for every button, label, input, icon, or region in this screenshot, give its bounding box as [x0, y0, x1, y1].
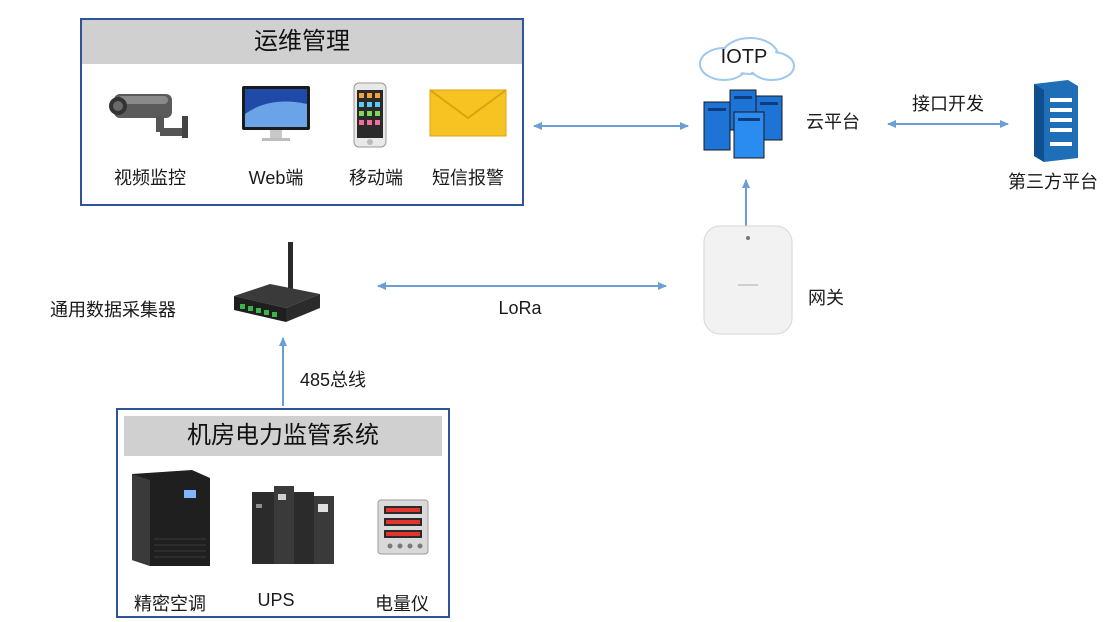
ups-icon: [248, 482, 338, 566]
gateway-device-icon: [702, 224, 794, 336]
camera-label: 视频监控: [114, 168, 186, 188]
ops-panel-title: 运维管理: [82, 20, 522, 64]
ups-label: UPS: [257, 590, 295, 610]
lora-link-label: LoRa: [498, 298, 542, 318]
cloud-label: 云平台: [806, 112, 860, 132]
envelope-icon: [428, 86, 508, 140]
cloud-badge-text: IOTP: [720, 46, 768, 68]
camera-icon: [108, 86, 192, 142]
api-link-label: 接口开发: [912, 94, 984, 114]
phone-icon: [353, 82, 387, 148]
phone-label: 移动端: [349, 168, 403, 188]
cloud-badge-icon: [694, 34, 798, 86]
data-collector-icon: [230, 238, 324, 326]
room-power-panel: 机房电力监管系统 精密空调 UPS: [116, 408, 450, 618]
ops-management-panel: 运维管理 视频监控 Web端: [80, 18, 524, 206]
server-cluster-icon: [700, 88, 792, 160]
third-party-label: 第三方平台: [1008, 172, 1098, 192]
precision-ac-icon: [130, 468, 212, 568]
third-party-server-icon: [1028, 78, 1084, 162]
power-meter-icon: [376, 498, 432, 556]
envelope-label: 短信报警: [432, 168, 504, 188]
monitor-icon: [240, 84, 312, 144]
room-panel-title: 机房电力监管系统: [124, 416, 442, 456]
power-meter-label: 电量仪: [375, 594, 429, 614]
monitor-label: Web端: [248, 168, 304, 188]
precision-ac-label: 精密空调: [134, 594, 206, 614]
gateway-label: 网关: [808, 288, 844, 308]
bus-link-label: 485总线: [300, 370, 367, 390]
data-collector-label: 通用数据采集器: [50, 300, 176, 320]
